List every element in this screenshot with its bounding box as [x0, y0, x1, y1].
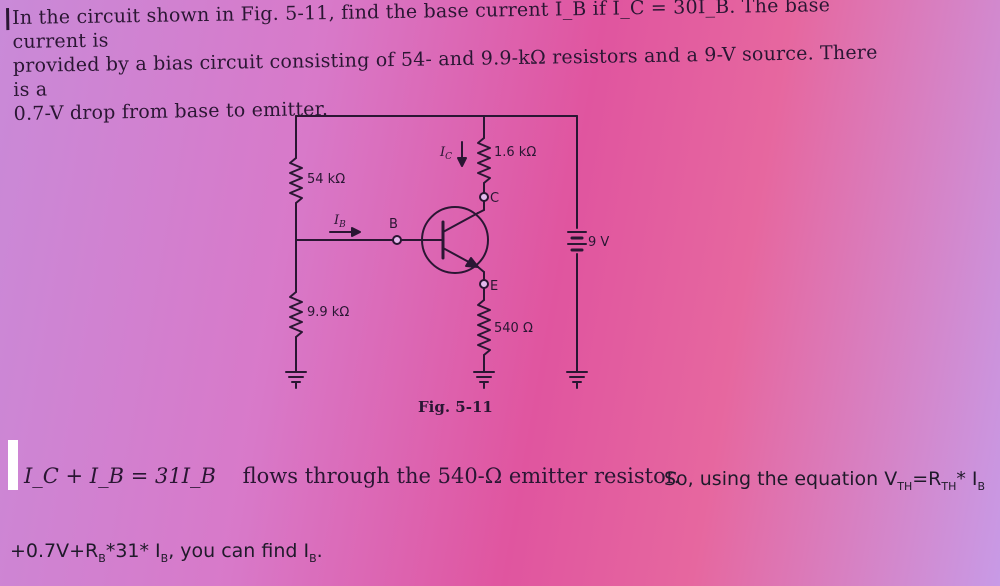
- transistor-emitter-exit: [477, 266, 485, 273]
- label-9-9k: 9.9 kΩ: [307, 305, 349, 320]
- battery-9v: [567, 231, 587, 252]
- label-54k: 54 kΩ: [307, 172, 345, 187]
- base-current-arrowhead: [351, 227, 361, 237]
- ground-left: [285, 371, 307, 389]
- transistor-collector-exit: [477, 209, 485, 214]
- equation-math: I_C + I_B = 31I_B: [24, 464, 216, 488]
- solution-equation-line: I_C + I_B = 31I_B flows through the 540-…: [24, 464, 680, 488]
- node-b-terminal: [392, 235, 402, 245]
- label-node-c: C: [490, 191, 499, 206]
- solution-last-line: +0.7V+RB*31* IB, you can find IB.: [10, 540, 323, 565]
- resistor-1-6k: [477, 137, 491, 184]
- label-9v: 9 V: [588, 235, 609, 250]
- resistor-9-9k: [289, 291, 303, 338]
- solution-tail: So, using the equation VTH=RTH* IB: [664, 468, 986, 493]
- text-cursor: [8, 440, 18, 490]
- label-node-e: E: [490, 279, 498, 294]
- figure-caption: Fig. 5-11: [418, 398, 493, 416]
- transistor-body: [421, 206, 489, 274]
- ground-right: [566, 371, 588, 389]
- label-collector-current: IC: [439, 145, 452, 162]
- ground-emitter: [473, 371, 495, 389]
- emitter-arrow: [465, 257, 479, 268]
- label-540: 540 Ω: [494, 321, 533, 336]
- node-e-terminal: [479, 279, 489, 289]
- collector-current-arrowhead: [457, 157, 467, 167]
- label-1-6k: 1.6 kΩ: [494, 145, 536, 160]
- label-base-current: IB: [333, 213, 346, 230]
- node-c-terminal: [479, 192, 489, 202]
- equation-text: flows through the 540-Ω emitter resistor…: [242, 464, 681, 488]
- resistor-540: [477, 299, 491, 356]
- resistor-54k: [289, 157, 303, 204]
- label-node-b: B: [389, 217, 398, 232]
- transistor-collector-line: [442, 212, 479, 233]
